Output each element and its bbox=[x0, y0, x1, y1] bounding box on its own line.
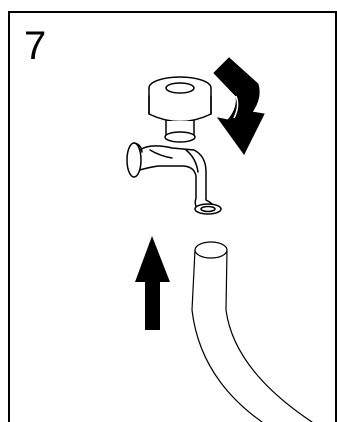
rotate-arrow-icon bbox=[213, 57, 265, 155]
panel-border-top bbox=[8, 11, 336, 13]
panel-border-right bbox=[335, 11, 337, 422]
step-number: 7 bbox=[24, 24, 47, 68]
faucet-icon bbox=[126, 76, 222, 215]
panel-border-left bbox=[8, 11, 10, 422]
up-arrow-icon bbox=[135, 236, 170, 330]
hose-icon bbox=[191, 241, 313, 422]
